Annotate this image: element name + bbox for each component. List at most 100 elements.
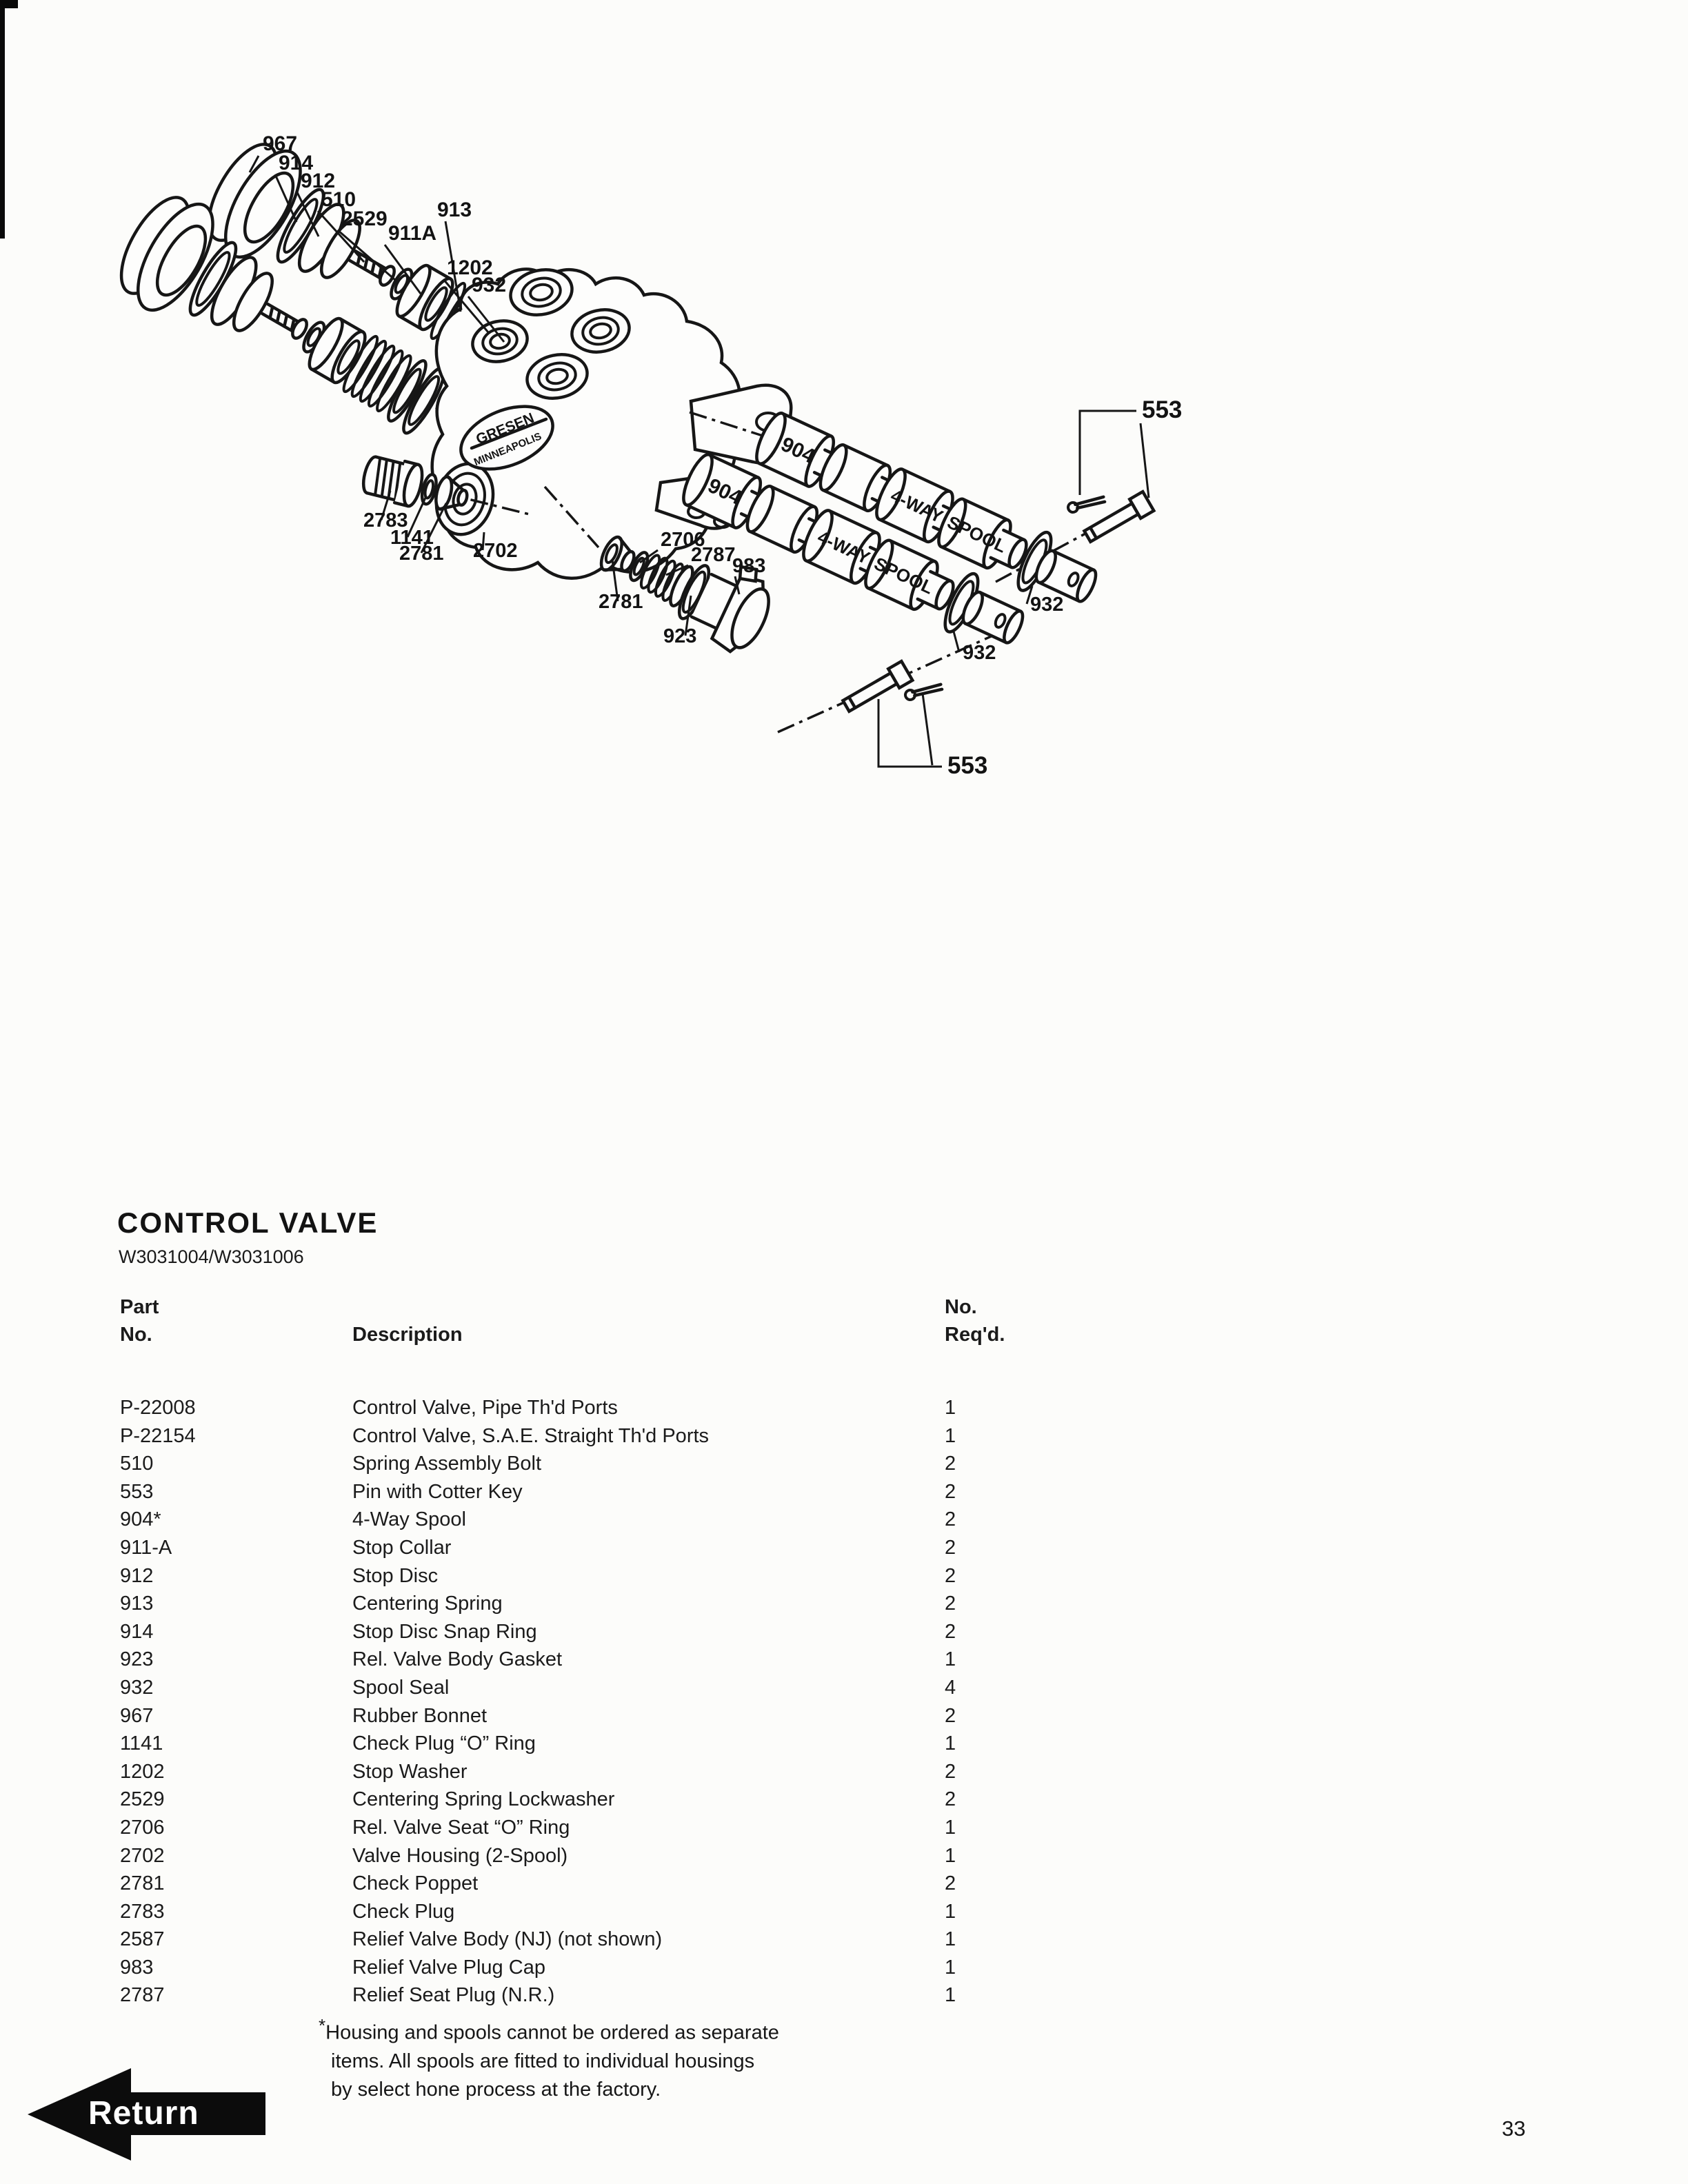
model-numbers: W3031004/W3031006 (119, 1246, 304, 1267)
parts-table-header: Part No. Description No. Req'd. (120, 1296, 1099, 1355)
description-cell: Control Valve, Pipe Th'd Ports (352, 1397, 618, 1419)
table-row: 510 Spring Assembly Bolt 2 (120, 1453, 1099, 1481)
description-cell: Rubber Bonnet (352, 1704, 488, 1727)
table-row: 1202 Stop Washer 2 (120, 1761, 1099, 1789)
description-cell: Rel. Valve Seat “O” Ring (352, 1816, 570, 1839)
table-row: 2702 Valve Housing (2-Spool) 1 (120, 1845, 1099, 1873)
part-callout-553: 553 (947, 752, 987, 779)
description-cell: Stop Washer (352, 1760, 468, 1783)
callout-leader (639, 549, 659, 564)
callout-leader (274, 174, 298, 223)
qty-cell: 1 (945, 1424, 956, 1447)
part-callout-2706: 2706 (661, 529, 705, 551)
part-number-cell: 983 (120, 1956, 154, 1979)
valve-housing-body: GRESEN MINNEAPOLIS (430, 267, 793, 580)
callout-leader (877, 699, 942, 768)
description-cell: Check Plug “O” Ring (352, 1732, 536, 1755)
qty-cell: 1 (945, 1928, 956, 1951)
description-cell: Check Poppet (352, 1872, 479, 1895)
part-callout-983: 983 (732, 555, 765, 577)
part-number-cell: 2529 (120, 1788, 165, 1811)
callout-leader (383, 244, 422, 294)
qty-cell: 2 (945, 1480, 956, 1503)
part-callout-2781: 2781 (599, 591, 643, 613)
qty-cell: 1 (945, 1397, 956, 1419)
part-callout-2787: 2787 (691, 544, 736, 566)
brand-logo-oval (459, 405, 554, 471)
qty-cell: 2 (945, 1620, 956, 1643)
cotter-key-top (1067, 495, 1107, 514)
page-number: 33 (1502, 2116, 1526, 2141)
part-number-cell: 553 (120, 1480, 154, 1503)
callout-leader (611, 559, 619, 602)
part-callout-2781: 2781 (399, 543, 444, 565)
table-row: 553 Pin with Cotter Key 2 (120, 1481, 1099, 1509)
table-row: 2529 Centering Spring Lockwasher 2 (120, 1788, 1099, 1817)
relief-valve-assembly (599, 535, 770, 654)
cotter-key-bottom (904, 682, 944, 701)
description-cell: Check Plug (352, 1900, 455, 1923)
part-callout-912: 912 (301, 170, 335, 192)
part-number-cell: 2781 (120, 1872, 165, 1895)
part-number-cell: 1202 (120, 1760, 165, 1783)
callout-leader (420, 503, 448, 554)
description-cell: Control Valve, S.A.E. Straight Th'd Port… (352, 1424, 710, 1447)
return-button[interactable]: Return (28, 2068, 266, 2161)
header-description: Description (352, 1324, 463, 1346)
exploded-view-diagram: GRESEN MINNEAPOLIS (119, 132, 1182, 779)
callout-leader (380, 490, 392, 520)
description-cell: Pin with Cotter Key (352, 1480, 523, 1503)
part-callout-1202: 1202 (447, 256, 493, 279)
footnote-line1: *Housing and spools cannot be ordered as… (319, 2015, 779, 2044)
qty-cell: 2 (945, 1564, 956, 1587)
part-number-cell: P-22154 (120, 1424, 196, 1447)
table-row: 912 Stop Disc 2 (120, 1565, 1099, 1593)
scan-corner-artifact (0, 0, 18, 8)
header-qty-line2: Req'd. (945, 1324, 1005, 1346)
left-arrow-icon (28, 2068, 265, 2161)
description-cell: Stop Disc Snap Ring (352, 1620, 537, 1643)
table-row: 2781 Check Poppet 2 (120, 1872, 1099, 1901)
part-number-cell: 904* (120, 1508, 161, 1531)
table-row: 2587 Relief Valve Body (NJ) (not shown) … (120, 1928, 1099, 1957)
qty-cell: 2 (945, 1508, 956, 1531)
qty-cell: 1 (945, 1956, 956, 1979)
part-callout-932: 932 (1030, 594, 1063, 616)
footnote-line2: items. All spools are fitted to individu… (331, 2050, 755, 2072)
header-part-line1: Part (120, 1296, 159, 1318)
callout-leader (481, 532, 485, 551)
part-callout-914: 914 (279, 152, 313, 174)
qty-cell: 1 (945, 1984, 956, 2007)
part-number-cell: 923 (120, 1648, 154, 1671)
port-top-1 (509, 268, 574, 316)
table-row: 913 Centering Spring 2 (120, 1593, 1099, 1621)
spool-assembly-lower (682, 453, 1025, 645)
footnote-line3: by select hone process at the factory. (331, 2078, 661, 2101)
part-number-cell: 912 (120, 1564, 154, 1587)
callout-leader (406, 497, 427, 538)
callout-leader (665, 564, 689, 576)
table-row: 2706 Rel. Valve Seat “O” Ring 1 (120, 1817, 1099, 1845)
parts-table-body: P-22008 Control Valve, Pipe Th'd Ports 1… (120, 1397, 1099, 2012)
qty-cell: 1 (945, 1648, 956, 1671)
part-callout-967: 967 (263, 132, 297, 155)
qty-cell: 2 (945, 1453, 956, 1475)
qty-cell: 4 (945, 1676, 956, 1699)
header-part-line2: No. (120, 1324, 152, 1346)
description-cell: Centering Spring Lockwasher (352, 1788, 615, 1811)
qty-cell: 2 (945, 1872, 956, 1895)
callout-leader (952, 631, 961, 653)
part-number-cell: 2783 (120, 1900, 165, 1923)
part-number-cell: 2787 (120, 1984, 165, 2007)
qty-cell: 1 (945, 1844, 956, 1867)
callout-leader (1025, 585, 1034, 605)
description-cell: Valve Housing (2-Spool) (352, 1844, 568, 1867)
callout-leader (316, 210, 365, 263)
qty-cell: 2 (945, 1760, 956, 1783)
description-cell: Rel. Valve Body Gasket (352, 1648, 563, 1671)
spool-cap-parts-chain-b (119, 196, 501, 446)
port-center (525, 353, 589, 400)
table-row: 932 Spool Seal 4 (120, 1677, 1099, 1705)
part-number-cell: 1141 (120, 1732, 163, 1755)
part-callout-913: 913 (437, 199, 472, 221)
